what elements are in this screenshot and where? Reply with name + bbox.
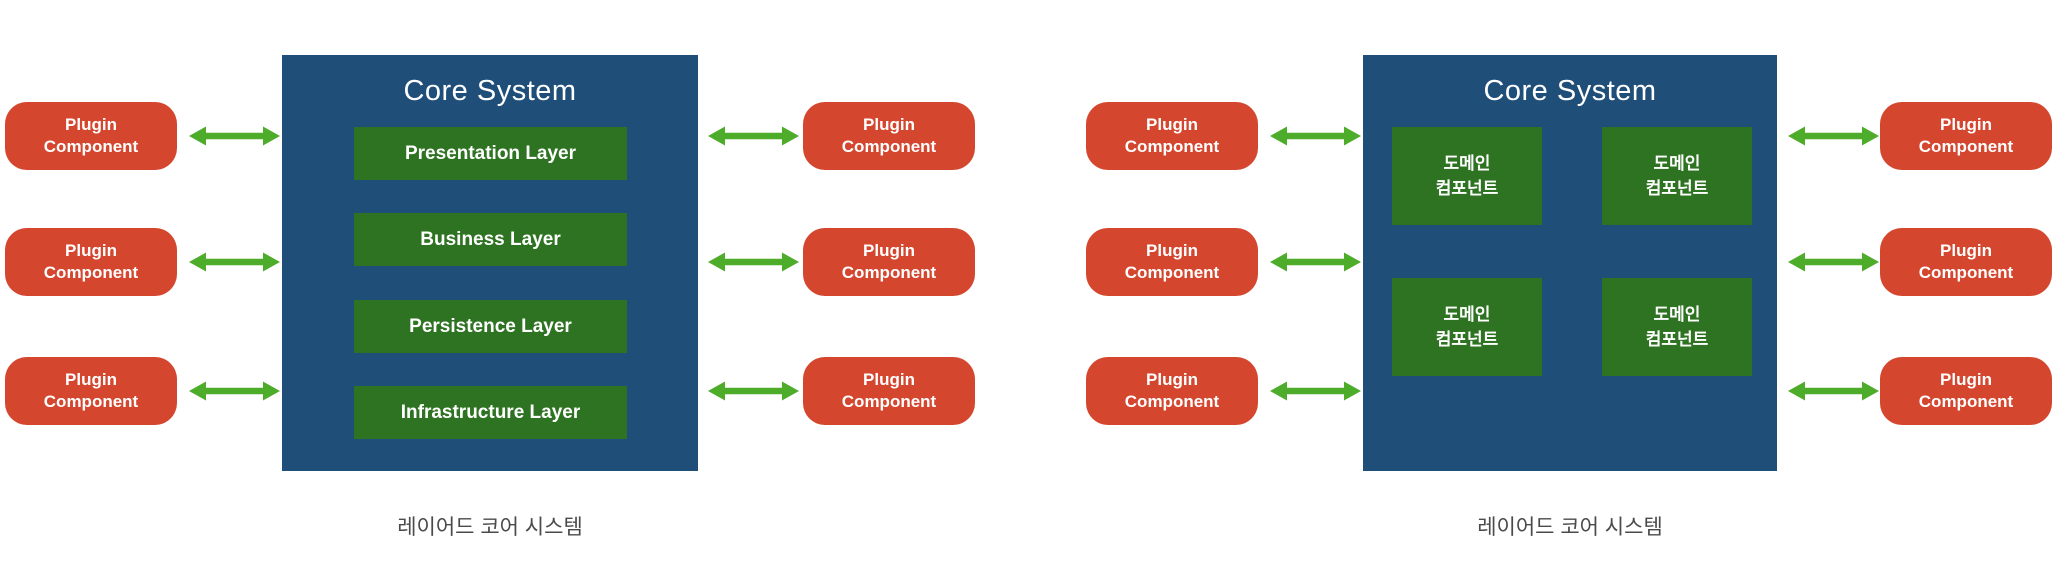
bidirectional-arrow-icon <box>1270 252 1361 272</box>
domain-component-box: 도메인 컴포넌트 <box>1392 127 1542 225</box>
plugin-component-box: Plugin Component <box>5 102 177 170</box>
bidirectional-arrow-icon <box>189 381 280 401</box>
domain-component-box: 도메인 컴포넌트 <box>1602 278 1752 376</box>
bidirectional-arrow-icon <box>1788 252 1879 272</box>
domain-component-box: 도메인 컴포넌트 <box>1602 127 1752 225</box>
plugin-component-box: Plugin Component <box>1086 228 1258 296</box>
plugin-component-box: Plugin Component <box>1880 357 2052 425</box>
bidirectional-arrow-icon <box>1270 381 1361 401</box>
bidirectional-arrow-icon <box>708 252 799 272</box>
plugin-component-box: Plugin Component <box>1086 357 1258 425</box>
plugin-component-box: Plugin Component <box>5 228 177 296</box>
bidirectional-arrow-icon <box>708 126 799 146</box>
plugin-component-box: Plugin Component <box>803 357 975 425</box>
plugin-component-box: Plugin Component <box>1086 102 1258 170</box>
plugin-component-box: Plugin Component <box>803 228 975 296</box>
layer-box-business: Business Layer <box>354 213 627 266</box>
bidirectional-arrow-icon <box>189 126 280 146</box>
plugin-component-box: Plugin Component <box>1880 102 2052 170</box>
domain-component-box: 도메인 컴포넌트 <box>1392 278 1542 376</box>
core-system-box: Core System <box>1363 55 1777 471</box>
layer-box-presentation: Presentation Layer <box>354 127 627 180</box>
bidirectional-arrow-icon <box>1270 126 1361 146</box>
bidirectional-arrow-icon <box>1788 381 1879 401</box>
diagram-caption: 레이어드 코어 시스템 <box>397 516 583 539</box>
plugin-component-box: Plugin Component <box>5 357 177 425</box>
bidirectional-arrow-icon <box>708 381 799 401</box>
bidirectional-arrow-icon <box>1788 126 1879 146</box>
plugin-component-box: Plugin Component <box>803 102 975 170</box>
layer-box-infrastructure: Infrastructure Layer <box>354 386 627 439</box>
plugin-component-box: Plugin Component <box>1880 228 2052 296</box>
core-system-title: Core System <box>403 75 577 107</box>
bidirectional-arrow-icon <box>189 252 280 272</box>
diagram-caption: 레이어드 코어 시스템 <box>1477 516 1663 539</box>
core-system-title: Core System <box>1483 75 1657 107</box>
layer-box-persistence: Persistence Layer <box>354 300 627 353</box>
